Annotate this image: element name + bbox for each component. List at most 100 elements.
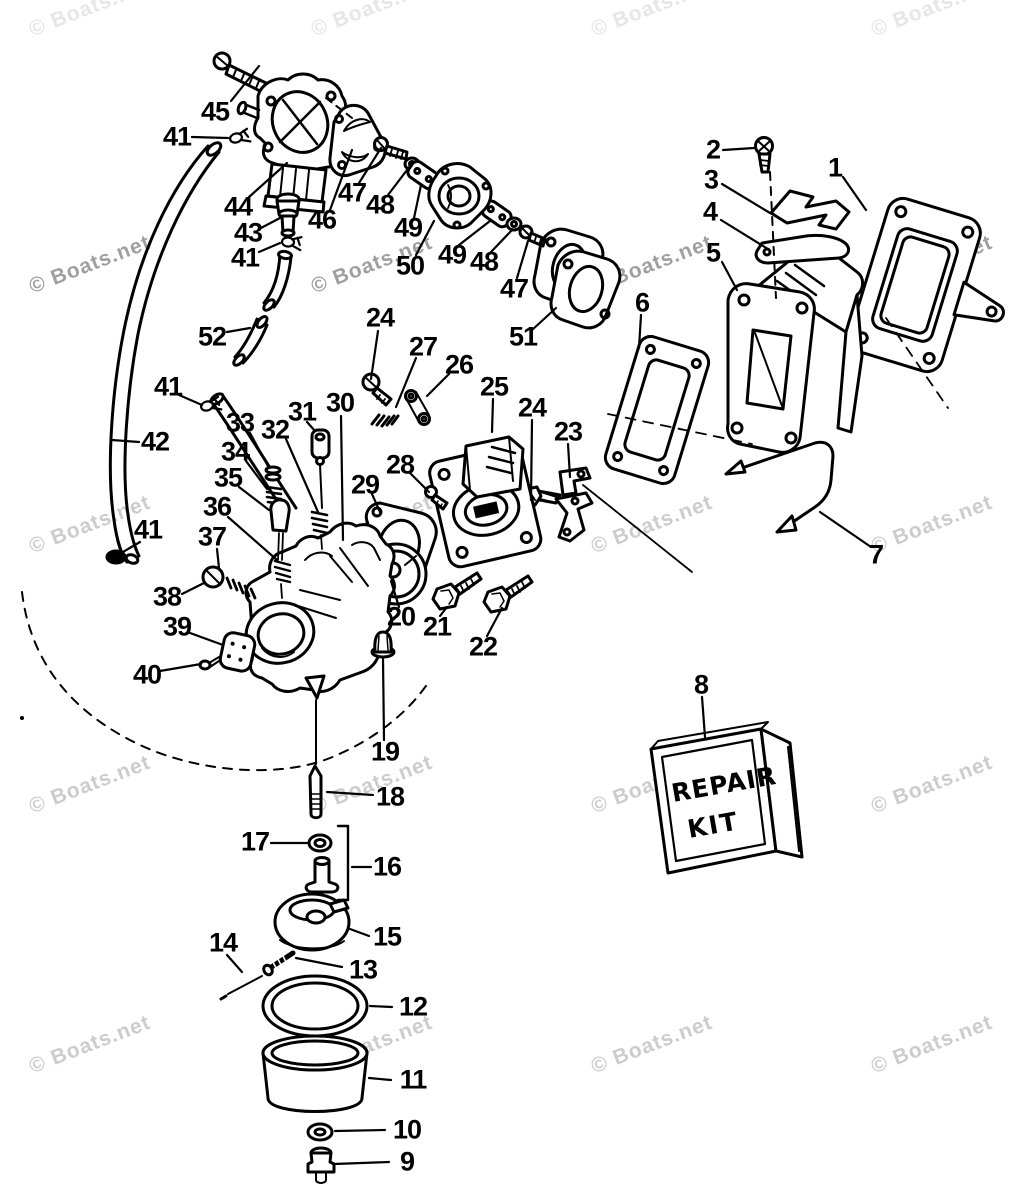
part-label-22: 22	[468, 631, 498, 662]
leader-line-51	[530, 306, 558, 332]
screw-45	[212, 51, 268, 94]
part-label-49: 49	[437, 239, 467, 270]
part-label-40: 40	[132, 659, 162, 690]
part-label-26: 26	[444, 349, 474, 380]
part-label-41: 41	[153, 371, 183, 402]
fitting-43	[275, 192, 301, 238]
leader-line-40	[158, 662, 203, 673]
intake-plate-1	[848, 196, 1005, 374]
leader-line-22	[485, 606, 504, 638]
part-label-9: 9	[399, 1146, 415, 1177]
part-label-27: 27	[408, 331, 438, 362]
bolts-21-22	[431, 571, 534, 614]
leader-line-26	[425, 372, 451, 398]
part-label-31: 31	[287, 396, 317, 427]
part-label-50: 50	[395, 250, 425, 281]
leader-line-8	[700, 695, 707, 739]
part-label-3: 3	[703, 164, 719, 195]
part-label-48: 48	[469, 246, 499, 277]
leader-line-7	[818, 510, 873, 549]
leader-line-2	[721, 146, 756, 152]
part-label-39: 39	[162, 611, 192, 642]
part-label-12: 12	[398, 991, 428, 1022]
leader-line-42	[110, 438, 141, 444]
leader-line-49	[412, 183, 423, 220]
link-26-spring-27-screws-24-28	[361, 372, 449, 511]
part-label-14: 14	[208, 927, 238, 958]
part-label-21: 21	[422, 611, 452, 642]
leader-line-19	[381, 657, 386, 742]
part-label-43: 43	[233, 217, 263, 248]
leader-line-31	[305, 420, 317, 433]
part-label-46: 46	[307, 204, 337, 235]
leader-line-1	[841, 175, 868, 212]
leader-line-12	[368, 1004, 394, 1009]
leader-line-33	[248, 431, 271, 470]
link-wire-7	[724, 440, 835, 534]
screw-2	[754, 136, 774, 174]
part-label-44: 44	[223, 191, 253, 222]
part-label-34: 34	[220, 436, 250, 467]
part-label-17: 17	[240, 826, 270, 857]
leader-line-41	[114, 540, 142, 558]
reed-block-5	[726, 244, 865, 454]
leader-line-14	[225, 953, 244, 974]
fuel-hose-52	[209, 249, 298, 516]
float-15	[273, 892, 351, 952]
part-label-45: 45	[200, 96, 230, 127]
leader-line-41	[177, 393, 204, 407]
repair-kit-box: REPAIR KIT	[649, 721, 804, 875]
part-label-20: 20	[386, 601, 416, 632]
leader-line-4	[719, 218, 770, 251]
part-label-24: 24	[365, 302, 395, 333]
fuel-pump-body-44	[236, 72, 348, 214]
leader-line-50	[414, 219, 436, 257]
leader-line-41	[190, 135, 230, 140]
part-label-8: 8	[693, 669, 709, 700]
leader-line-32	[284, 437, 320, 514]
part-label-25: 25	[479, 371, 509, 402]
part-label-52: 52	[197, 321, 227, 352]
part-label-36: 36	[202, 491, 232, 522]
pump-cover-50	[427, 162, 493, 230]
part-label-41: 41	[133, 514, 163, 545]
nut-19	[370, 630, 396, 659]
leader-line-30	[339, 414, 345, 542]
part-label-19: 19	[370, 736, 400, 767]
leader-lines	[110, 64, 873, 1166]
leader-line-27	[394, 356, 418, 409]
leader-line-21	[438, 605, 449, 618]
part-label-32: 32	[260, 414, 290, 445]
leader-line-39	[188, 631, 225, 647]
part-label-10: 10	[392, 1114, 422, 1145]
leader-line-48	[386, 164, 412, 197]
leader-line-24	[529, 418, 534, 502]
part-label-4: 4	[702, 196, 718, 227]
leader-line-52	[225, 326, 252, 334]
leader-line-18	[325, 790, 375, 797]
leader-line-10	[333, 1128, 387, 1133]
part-label-11: 11	[399, 1064, 428, 1095]
leader-line-44	[247, 161, 289, 199]
part-label-28: 28	[385, 449, 415, 480]
needle-valve-18	[308, 764, 323, 820]
leader-line-38	[180, 581, 206, 596]
part-label-35: 35	[213, 462, 243, 493]
leader-line-24	[369, 329, 380, 381]
part-label-7: 7	[868, 539, 884, 570]
leader-line-37	[215, 547, 221, 570]
leader-line-47	[515, 239, 530, 280]
jet-needle-parts-30-36	[264, 428, 331, 599]
part-label-29: 29	[350, 469, 380, 500]
plate-39-screw-40	[198, 631, 257, 673]
leader-line-45	[229, 64, 261, 103]
part-label-18: 18	[375, 781, 405, 812]
leader-line-34	[244, 459, 269, 491]
leader-line-3	[720, 182, 772, 215]
leader-line-48	[489, 228, 514, 254]
idle-screw-spring-37-38	[201, 565, 257, 600]
leader-line-28	[408, 471, 431, 494]
leader-line-49	[457, 219, 492, 247]
